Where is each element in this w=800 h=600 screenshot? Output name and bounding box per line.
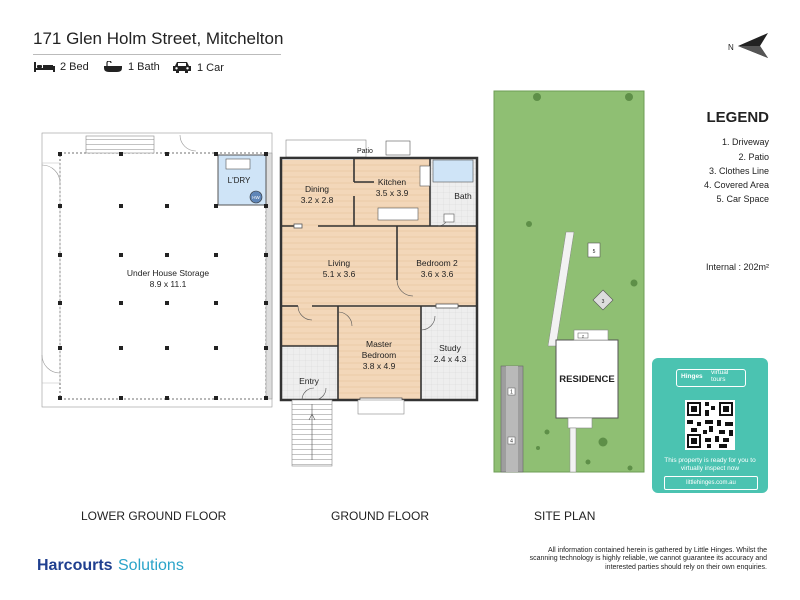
feature-beds: 2 Bed <box>33 61 89 73</box>
feature-cars: 1 Car <box>172 61 224 74</box>
harcourts-logo-suffix: Solutions <box>118 557 184 574</box>
feature-baths: 1 Bath <box>103 61 160 73</box>
site-marker-1 <box>507 387 516 396</box>
fridge-icon <box>419 165 431 187</box>
legend-item: 2. Patio <box>738 152 769 162</box>
room-name-patio: Patio <box>357 148 373 155</box>
bedroom-2-room <box>397 226 476 306</box>
room-dims-bedroom-2: 3.6 x 3.6 <box>421 269 454 279</box>
svg-text:5: 5 <box>593 249 596 255</box>
site-marker-4 <box>507 436 516 445</box>
lower-ground-floor-plan: HW Under House Storage 8.9 <box>41 132 273 408</box>
internal-area: Internal : 202m² <box>705 262 769 272</box>
compass-label: N <box>728 43 734 52</box>
north-compass-icon: N <box>728 33 768 58</box>
toilet-icon <box>443 213 455 223</box>
room-name-kitchen: Kitchen <box>378 177 407 187</box>
stove-icon <box>385 140 411 156</box>
svg-text:2: 2 <box>582 334 585 339</box>
room-name-living: Living <box>328 258 350 268</box>
site-plan: 5 3 2 RESIDENCE 1 4 <box>493 90 645 473</box>
room-name-storage: Under House Storage <box>127 268 209 278</box>
room-name-study: Study <box>439 343 461 353</box>
virtual-tour-tours: tours <box>711 376 726 383</box>
virtual-tour-badge <box>676 369 746 387</box>
legend-item: 4. Covered Area <box>703 180 769 190</box>
svg-text:4: 4 <box>510 439 513 445</box>
dining-room <box>282 160 354 226</box>
legend-item: 5. Car Space <box>716 194 769 204</box>
bed-icon <box>34 62 55 72</box>
room-name-master: Master <box>366 339 392 349</box>
car-icon <box>173 62 191 73</box>
legend-item: 3. Clothes Line <box>708 166 769 176</box>
qr-code-icon[interactable] <box>685 400 735 450</box>
virtual-tour-brand: Hinges <box>681 373 703 380</box>
legend-title: LEGEND <box>706 109 769 126</box>
site-marker-3: 3 <box>602 299 605 305</box>
site-marker-2 <box>577 332 589 339</box>
hot-water-label: HW <box>252 195 260 200</box>
sink-icon <box>225 158 251 170</box>
residence-label: RESIDENCE <box>559 374 614 385</box>
svg-text:1: 1 <box>510 390 513 396</box>
lower-ground-floor-label: LOWER GROUND FLOOR <box>81 509 227 523</box>
address-divider <box>33 54 281 55</box>
shower-icon <box>432 159 474 183</box>
site-marker-5 <box>587 242 601 258</box>
room-name-entry: Entry <box>299 376 320 386</box>
ground-floor-label: GROUND FLOOR <box>331 509 430 523</box>
feature-beds-label: 2 Bed <box>60 61 89 73</box>
clothes-line-icon <box>592 289 614 311</box>
master-bedroom-room <box>338 306 421 399</box>
property-address: 171 Glen Holm Street, Mitchelton <box>33 29 284 48</box>
entry-room <box>282 346 338 399</box>
room-dims-living: 5.1 x 3.6 <box>323 269 356 279</box>
bath-icon <box>104 61 122 72</box>
room-name-bedroom-2: Bedroom 2 <box>416 258 458 268</box>
legend-item: 1. Driveway <box>721 137 769 147</box>
living-room <box>282 226 397 306</box>
room-name-laundry: L'DRY <box>228 176 251 185</box>
room-dims-study: 2.4 x 4.3 <box>434 354 467 364</box>
hall-room <box>282 306 338 346</box>
room-name-master-bedroom: Bedroom <box>362 350 397 360</box>
virtual-tour-virtual: virtual <box>711 369 729 376</box>
room-name-dining: Dining <box>305 184 329 194</box>
virtual-tour-link[interactable]: littlehinges.com.au <box>664 476 758 490</box>
feature-cars-label: 1 Car <box>197 61 224 74</box>
site-plan-label: SITE PLAN <box>534 509 596 523</box>
room-dims-storage: 8.9 x 11.1 <box>150 279 187 289</box>
room-dims-dining: 3.2 x 2.8 <box>301 195 334 205</box>
disclaimer-text: All information contained herein is gath… <box>529 547 767 571</box>
kitchen-bench-icon <box>377 207 419 221</box>
feature-baths-label: 1 Bath <box>128 61 160 73</box>
hot-water-icon <box>249 190 263 204</box>
room-dims-master-bedroom: 3.8 x 4.9 <box>363 361 396 371</box>
room-name-bath: Bath <box>454 191 472 201</box>
room-dims-kitchen: 3.5 x 3.9 <box>376 188 409 198</box>
ground-floor-plan: Patio <box>279 139 479 467</box>
virtual-tour-message: This property is ready for you to virtua… <box>664 457 756 472</box>
harcourts-logo: Harcourts <box>37 557 113 574</box>
study-room <box>421 306 476 399</box>
